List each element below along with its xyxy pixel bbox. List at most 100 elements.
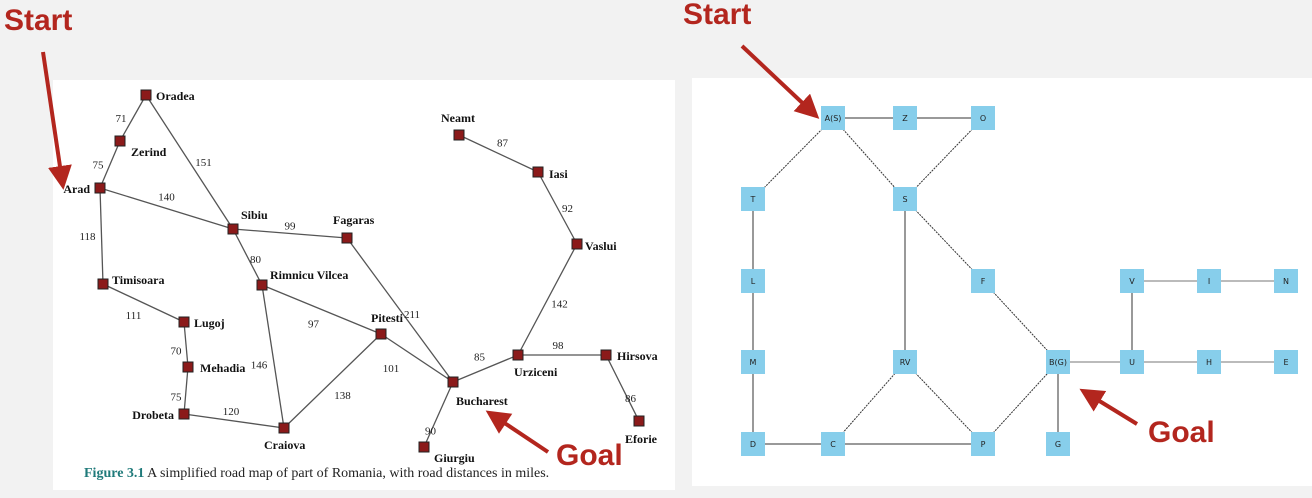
city-label-rimnicu: Rimnicu Vilcea	[270, 268, 348, 282]
graph-node-E	[1274, 350, 1298, 374]
city-label-zerind: Zerind	[131, 145, 167, 159]
figure-caption-text: A simplified road map of part of Romania…	[147, 466, 550, 481]
road-distance-label: 120	[223, 406, 240, 418]
road-distance-label: 138	[334, 390, 351, 402]
graph-node-Z	[893, 106, 917, 130]
graph-node-L	[741, 269, 765, 293]
graph-node-label-U: U	[1129, 358, 1135, 367]
graph-node-A	[821, 106, 845, 130]
city-marker-timisoara	[97, 278, 109, 290]
city-marker-urziceni	[512, 349, 524, 361]
city-marker-fagaras	[341, 232, 353, 244]
graph-node-P	[971, 432, 995, 456]
graph-node-F	[971, 269, 995, 293]
graph-node-S	[893, 187, 917, 211]
city-marker-mehadia	[182, 361, 194, 373]
city-marker-pitesti	[375, 328, 387, 340]
road-distance-label: 71	[116, 113, 127, 125]
graph-node-U	[1120, 350, 1144, 374]
graph-node-G	[1046, 432, 1070, 456]
road-distance-label: 98	[553, 340, 565, 352]
city-label-craiova: Craiova	[264, 438, 305, 452]
city-marker-rimnicu	[256, 279, 268, 291]
city-label-oradea: Oradea	[156, 89, 195, 103]
graph-edge-RV-P	[904, 361, 984, 445]
graph-edge-F-B	[982, 280, 1059, 363]
road-distance-label: 75	[171, 392, 183, 404]
road-distance-label: 211	[404, 309, 420, 321]
graph-node-O	[971, 106, 995, 130]
city-marker-craiova	[278, 422, 290, 434]
start-callout-right: Start	[683, 0, 752, 31]
graph-node-T	[741, 187, 765, 211]
city-label-arad: Arad	[63, 182, 90, 196]
graph-node-label-RV: RV	[900, 358, 911, 367]
graph-node-label-G: G	[1055, 440, 1061, 449]
road-distance-label: 70	[171, 346, 183, 358]
road-oradea-sibiu	[145, 94, 234, 230]
graph-node-label-P: P	[981, 440, 986, 449]
graph-node-label-M: M	[750, 358, 757, 367]
city-marker-lugoj	[178, 316, 190, 328]
graph-node-label-L: L	[751, 277, 756, 286]
graph-node-N	[1274, 269, 1298, 293]
graph-edge-O-S	[904, 117, 984, 200]
road-vaslui-iasi	[537, 171, 578, 245]
graph-node-C	[821, 432, 845, 456]
graph-node-I	[1197, 269, 1221, 293]
road-distance-label: 86	[625, 393, 637, 405]
city-marker-drobeta	[178, 408, 190, 420]
city-marker-sibiu	[227, 223, 239, 235]
city-marker-vaslui	[571, 238, 583, 250]
city-marker-oradea	[140, 89, 152, 101]
road-pitesti-bucharest	[380, 333, 454, 383]
graph-node-label-C: C	[830, 440, 836, 449]
road-distance-label: 85	[474, 352, 486, 364]
graph-node-B	[1046, 350, 1070, 374]
city-marker-hirsova	[600, 349, 612, 361]
road-distance-label: 80	[250, 254, 262, 266]
graph-node-label-V: V	[1129, 277, 1135, 286]
graph-edge-P-B	[982, 361, 1059, 445]
city-marker-bucharest	[447, 376, 459, 388]
road-fagaras-bucharest	[346, 237, 454, 383]
road-timisoara-lugoj	[102, 283, 185, 323]
city-label-giurgiu: Giurgiu	[434, 451, 475, 465]
graph-node-label-A: A(S)	[825, 114, 842, 123]
city-marker-iasi	[532, 166, 544, 178]
road-distance-label: 92	[562, 203, 573, 215]
road-distance-label: 101	[383, 363, 400, 375]
graph-node-label-H: H	[1206, 358, 1212, 367]
city-label-timisoara: Timisoara	[112, 273, 164, 287]
road-urziceni-vaslui	[517, 243, 578, 356]
city-label-vaslui: Vaslui	[585, 239, 617, 253]
goal-callout-right: Goal	[1148, 416, 1215, 449]
graph-node-label-Z: Z	[902, 114, 908, 123]
road-distance-label: 111	[126, 310, 142, 322]
graph-node-label-N: N	[1283, 277, 1289, 286]
road-craiova-pitesti	[283, 333, 382, 429]
road-rimnicu-craiova	[261, 284, 285, 429]
figure-label: Figure 3.1	[84, 466, 145, 481]
road-distance-label: 118	[79, 231, 96, 243]
city-label-eforie: Eforie	[625, 432, 658, 446]
road-arad-timisoara	[99, 187, 104, 285]
graph-edge-A-T	[752, 117, 834, 200]
road-sibiu-fagaras	[232, 228, 348, 239]
road-mehadia-drobeta	[183, 366, 189, 415]
graph-node-label-I: I	[1208, 277, 1210, 286]
road-distance-label: 87	[497, 138, 509, 150]
graph-node-RV	[893, 350, 917, 374]
road-arad-sibiu	[99, 187, 234, 230]
road-oradea-zerind	[119, 94, 147, 142]
city-label-fagaras: Fagaras	[333, 213, 375, 227]
road-distance-label: 99	[285, 221, 297, 233]
road-distance-label: 146	[251, 360, 268, 372]
graph-node-M	[741, 350, 765, 374]
road-distance-label: 90	[425, 426, 437, 438]
city-marker-giurgiu	[418, 441, 430, 453]
city-label-mehadia: Mehadia	[200, 361, 245, 375]
road-distance-label: 97	[308, 319, 320, 331]
road-drobeta-craiova	[183, 413, 285, 429]
